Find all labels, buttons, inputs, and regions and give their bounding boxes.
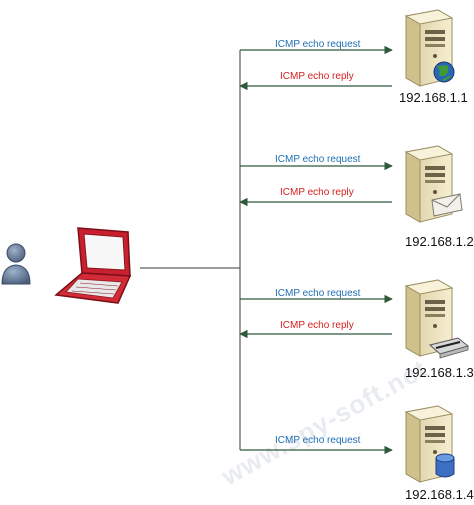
ip-label: 192.168.1.2 [405, 234, 474, 249]
server-row-4: ICMP echo request 192.168.1.4 [240, 405, 474, 502]
user-icon [1, 243, 31, 285]
laptop-icon [54, 227, 132, 304]
server-row-1: ICMP echo request ICMP echo reply 192.16… [239, 9, 468, 105]
watermark: www.spy-soft.net [215, 353, 432, 491]
watermark-text: www.spy-soft.net [215, 353, 432, 491]
server-row-2: ICMP echo request ICMP echo reply 192.16… [239, 145, 474, 249]
ip-label: 192.168.1.3 [405, 365, 474, 380]
mail-icon [431, 193, 463, 217]
globe-icon [433, 61, 455, 83]
reply-label: ICMP echo reply [280, 187, 354, 198]
ip-label: 192.168.1.1 [399, 90, 468, 105]
reply-label: ICMP echo reply [280, 71, 354, 82]
reply-label: ICMP echo reply [280, 320, 354, 331]
request-label: ICMP echo request [275, 288, 361, 299]
request-label: ICMP echo request [275, 435, 361, 446]
request-label: ICMP echo request [275, 39, 361, 50]
printer-icon [428, 337, 470, 359]
server-row-3: ICMP echo request ICMP echo reply 192.16… [239, 279, 474, 380]
ip-label: 192.168.1.4 [405, 487, 474, 502]
database-icon [435, 453, 455, 478]
request-label: ICMP echo request [275, 154, 361, 165]
